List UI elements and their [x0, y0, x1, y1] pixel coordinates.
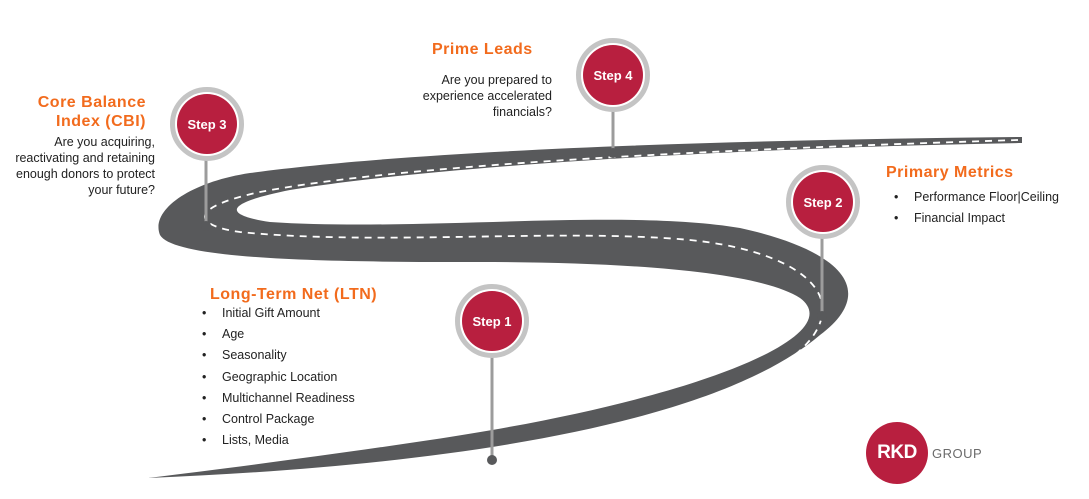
list-item: Age: [200, 324, 355, 345]
step4-desc-line: experience accelerated: [422, 89, 552, 103]
step2-badge: Step 2: [786, 165, 860, 239]
step3-desc-line: enough donors to protect: [16, 167, 155, 181]
step1-list: Initial Gift Amount Age Seasonality Geog…: [200, 303, 355, 452]
step1-stem-dot: [487, 455, 497, 465]
road-center-line: [204, 139, 1019, 475]
step2-stem-dot: [817, 311, 827, 321]
step2-list: Performance Floor|Ceiling Financial Impa…: [892, 187, 1059, 229]
step4-heading: Prime Leads: [432, 41, 533, 58]
list-item: Financial Impact: [892, 208, 1059, 229]
step3-heading-line: Core Balance: [37, 94, 146, 111]
step3-heading-line: Index (CBI): [56, 113, 146, 130]
step1-label: Step 1: [462, 291, 522, 351]
list-item: Multichannel Readiness: [200, 388, 355, 409]
list-item: Lists, Media: [200, 430, 355, 451]
step3-stem-dot: [201, 221, 211, 231]
step4-desc-line: financials?: [492, 105, 552, 119]
step1-heading: Long-Term Net (LTN): [210, 286, 378, 303]
step4-badge: Step 4: [576, 38, 650, 112]
list-item: Initial Gift Amount: [200, 303, 355, 324]
step1-badge: Step 1: [455, 284, 529, 358]
step4-stem-dot: [608, 148, 618, 158]
step4-description: Are you prepared to experience accelerat…: [392, 72, 552, 120]
step4-desc-line: Are you prepared to: [441, 73, 553, 87]
step2-heading: Primary Metrics: [886, 164, 1014, 181]
step4-label: Step 4: [583, 45, 643, 105]
step3-badge: Step 3: [170, 87, 244, 161]
list-item: Geographic Location: [200, 367, 355, 388]
rkd-group-logo: RKD GROUP: [866, 422, 982, 484]
step3-desc-line: your future?: [88, 183, 155, 197]
logo-mark: RKD: [866, 422, 928, 484]
step3-heading: Core Balance Index (CBI): [0, 93, 146, 131]
step3-description: Are you acquiring, reactivating and reta…: [0, 134, 155, 198]
step3-label: Step 3: [177, 94, 237, 154]
list-item: Seasonality: [200, 345, 355, 366]
list-item: Control Package: [200, 409, 355, 430]
logo-wordmark: GROUP: [932, 445, 983, 461]
step3-desc-line: reactivating and retaining: [15, 151, 155, 165]
step3-desc-line: Are you acquiring,: [54, 135, 155, 149]
step2-label: Step 2: [793, 172, 853, 232]
list-item: Performance Floor|Ceiling: [892, 187, 1059, 208]
